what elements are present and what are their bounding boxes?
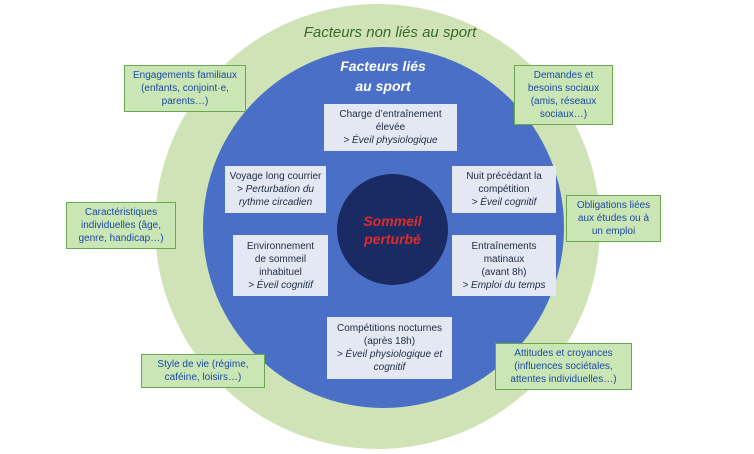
inner-factor-effect: > Éveil cognitif [471, 197, 537, 208]
inner-factor-label: Charge d’entraînement élevée [339, 109, 442, 133]
outer-factor-box: Engagements familiaux (enfants, conjoint… [124, 65, 246, 112]
outer-factor-box: Caractéristiques individuelles (âge, gen… [66, 202, 176, 249]
inner-factor-effect: > Éveil physiologique et cognitif [336, 349, 443, 373]
center-label: Sommeil perturbé [363, 212, 422, 247]
inner-factor-label: Voyage long courrier [229, 171, 322, 182]
inner-ring-title: Facteurs liés au sport [340, 58, 426, 94]
inner-factor-box: Charge d’entraînement élevée > Éveil phy… [324, 104, 457, 151]
inner-factor-box: Environnement de sommeil inhabituel > Év… [233, 235, 328, 296]
outer-factor-box: Attitudes et croyances (influences socié… [495, 343, 632, 390]
inner-factor-effect: > Éveil cognitif [248, 279, 313, 291]
inner-factor-box: Nuit précédant la compétition > Éveil co… [452, 166, 556, 213]
outer-factor-box: Obligations liées aux études ou à un emp… [566, 195, 661, 242]
inner-factor-box: Entraînements matinaux (avant 8h) > Empl… [452, 235, 556, 296]
inner-factor-box: Voyage long courrier > Perturbation du r… [225, 166, 326, 213]
core-circle: Sommeil perturbé [337, 174, 448, 285]
inner-factor-effect: > Éveil physiologique [343, 135, 438, 146]
outer-ring-title: Facteurs non liés au sport [303, 24, 477, 41]
inner-factor-effect: > Perturbation du rythme circadien [237, 184, 314, 208]
inner-factor-effect: > Emploi du temps [462, 279, 546, 291]
inner-factor-label: Compétitions nocturnes (après 18h) [336, 323, 443, 347]
outer-factor-box: Style de vie (régime, caféine, loisirs…) [141, 354, 265, 388]
inner-factor-label: Entraînements matinaux (avant 8h) [471, 240, 537, 278]
inner-factor-label: Nuit précédant la compétition [466, 171, 542, 195]
inner-factor-label: Environnement de sommeil inhabituel [246, 240, 315, 278]
inner-factor-box: Compétitions nocturnes (après 18h) > Éve… [327, 317, 452, 379]
outer-factor-box: Demandes et besoins sociaux (amis, résea… [514, 65, 613, 125]
